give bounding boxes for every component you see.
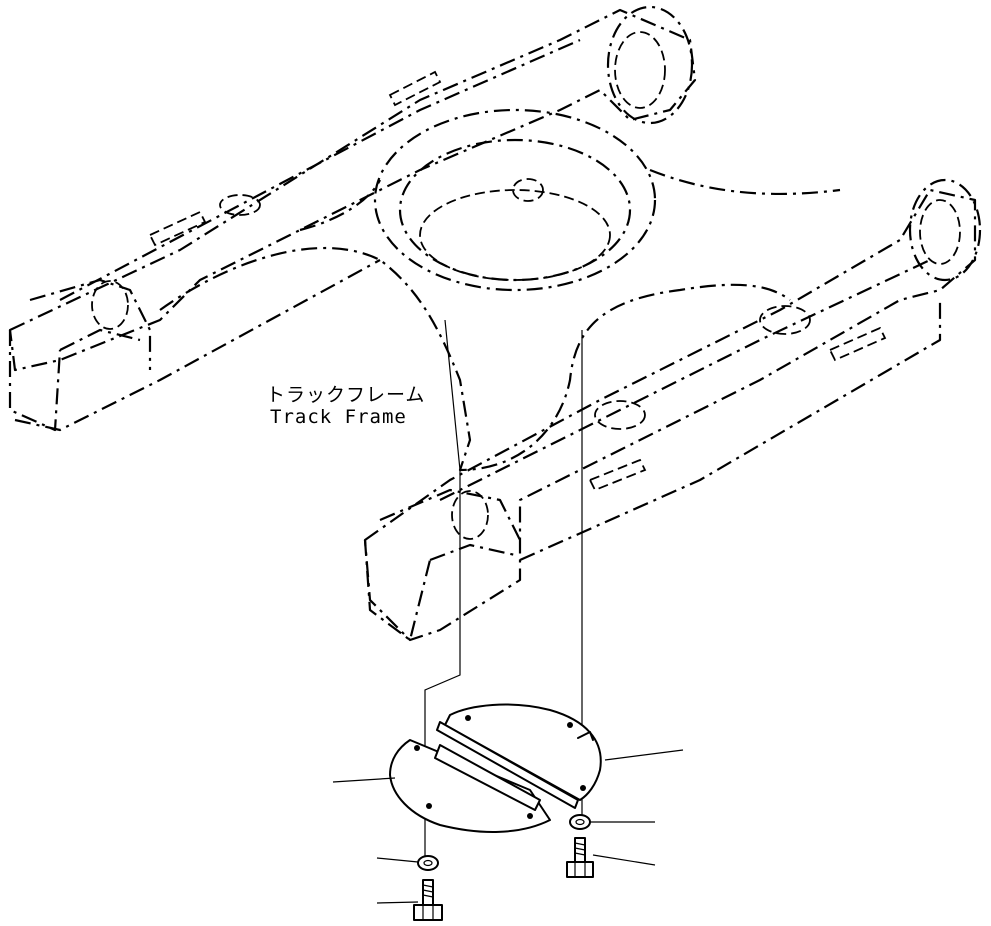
track-frame-lower-rail	[363, 188, 977, 642]
upper-front-yoke-bore	[91, 280, 129, 330]
lower-front-yoke-bore	[451, 490, 489, 540]
leader-washer-left	[376, 857, 419, 863]
upper-front-yoke	[8, 278, 152, 432]
rail-opening-2	[594, 400, 646, 430]
track-frame-lower-rail-bottom	[519, 300, 942, 562]
track-frame-upper-rail-bottom	[14, 259, 381, 432]
upper-idler-housing	[606, 5, 694, 125]
under-cover-left-hole-2	[426, 803, 432, 809]
bolt-right	[566, 837, 594, 878]
bolt-left-head	[413, 904, 443, 921]
leader-bolt-left	[376, 901, 419, 904]
under-cover-left-flange	[434, 744, 541, 811]
lower-front-yoke	[363, 488, 521, 642]
swing-circle-hub	[512, 178, 544, 202]
rail-slot-3	[828, 326, 887, 362]
under-cover-right	[436, 703, 602, 809]
rail-slot-2	[388, 70, 442, 107]
track-frame-center-body-upper	[299, 168, 841, 232]
bolt-left-thread	[422, 884, 434, 898]
under-cover-right-plate	[444, 703, 602, 801]
bolt-left-shank	[422, 879, 434, 906]
bolt-right-head-facets	[574, 862, 586, 877]
washer-left-outer	[417, 855, 439, 871]
bolt-left-head-facets	[422, 905, 434, 920]
under-cover-left-hole-1	[414, 745, 420, 751]
under-cover-right-tab	[577, 731, 594, 741]
track-frame-upper-rail	[8, 8, 697, 372]
under-cover-right-hole-2	[567, 722, 573, 728]
swing-circle-bore	[419, 189, 611, 281]
bolt-right-head	[566, 861, 594, 878]
under-cover-left	[389, 739, 551, 833]
under-cover-right-hole-3	[580, 785, 586, 791]
rail-slot-4	[588, 458, 647, 492]
alignment-line-top-left	[444, 319, 461, 471]
washer-right-inner	[575, 818, 585, 826]
under-cover-left-plate	[389, 739, 551, 833]
rail-opening-1	[759, 305, 811, 335]
lower-idler-housing	[908, 178, 982, 282]
upper-idler-housing-inner	[614, 31, 666, 109]
track-frame-upper-rail-edge	[59, 38, 581, 301]
bolt-left	[413, 879, 443, 921]
track-frame-center-body	[159, 247, 791, 472]
bolt-right-thread	[574, 842, 586, 856]
track-frame-lower-rail-edge	[439, 259, 931, 501]
callout-leaders	[332, 749, 684, 904]
swing-circle-outer	[373, 108, 657, 292]
rail-opening-3	[219, 194, 261, 216]
washer-left	[417, 855, 439, 871]
lower-idler-housing-inner	[919, 199, 961, 265]
under-cover-right-hole-1	[465, 715, 471, 721]
leader-cover-left	[332, 777, 396, 783]
under-cover-right-flange	[436, 721, 579, 809]
leader-cover-right	[604, 749, 684, 761]
track-frame-label-jp: トラックフレーム	[266, 384, 426, 406]
rail-slot-1	[148, 210, 207, 247]
leader-bolt-right	[592, 854, 656, 866]
washer-left-inner	[423, 859, 433, 867]
washer-right-outer	[569, 814, 591, 830]
track-frame-label-en: Track Frame	[270, 406, 407, 428]
under-cover-left-hole-3	[527, 813, 533, 819]
track-frame	[8, 5, 982, 642]
washer-right	[569, 814, 591, 830]
